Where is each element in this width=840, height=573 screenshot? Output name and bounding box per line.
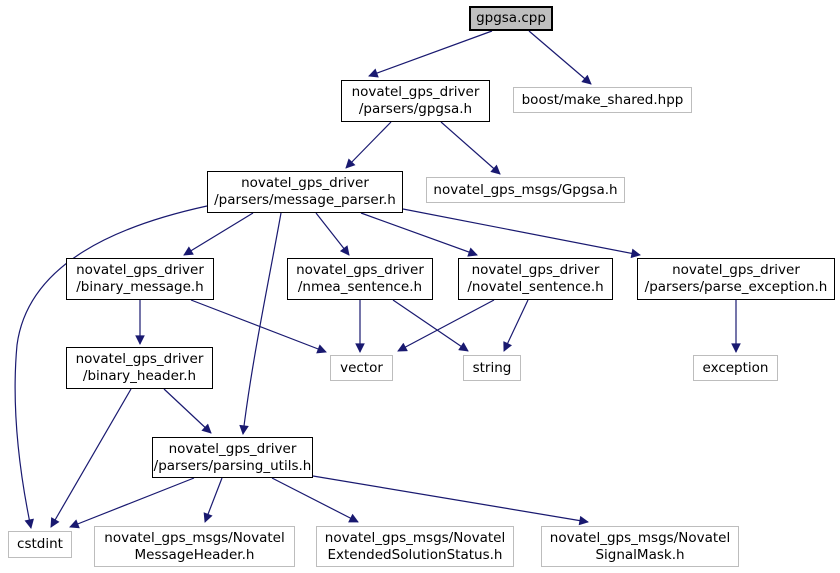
node-novatel-sentence-h[interactable]: novatel_gps_driver /novatel_sentence.h — [458, 258, 613, 300]
node-label: boost/make_shared.hpp — [521, 91, 684, 108]
node-binary-message-h[interactable]: novatel_gps_driver /binary_message.h — [66, 258, 214, 300]
node-string: string — [463, 355, 521, 381]
node-label: novatel_gps_driver /parsers/message_pars… — [214, 175, 396, 208]
node-label: novatel_gps_msgs/Novatel ExtendedSolutio… — [324, 529, 506, 563]
edge-message-parser-h-to-parse-exception-h — [402, 208, 641, 259]
node-label: novatel_gps_msgs/Novatel MessageHeader.h — [104, 529, 285, 563]
node-boost-make-shared: boost/make_shared.hpp — [513, 87, 692, 113]
node-label: novatel_gps_driver /binary_message.h — [76, 262, 204, 295]
node-label: novatel_gps_msgs/Novatel SignalMask.h — [549, 529, 731, 563]
node-label: novatel_gps_driver /parsers/parsing_util… — [153, 440, 312, 474]
node-label: string — [472, 359, 512, 376]
node-parse-exception-h[interactable]: novatel_gps_driver /parsers/parse_except… — [637, 258, 835, 300]
node-binary-header-h[interactable]: novatel_gps_driver /binary_header.h — [66, 347, 213, 389]
edge-binary-message-h-to-vector — [190, 299, 327, 354]
edge-novatel-sentence-h-to-vector — [397, 299, 495, 352]
node-exception: exception — [693, 355, 778, 381]
edge-message-parser-h-to-cstdint — [14, 205, 208, 529]
node-cstdint: cstdint — [8, 531, 72, 558]
edge-message-parser-h-to-parsing-utils-h — [239, 212, 282, 435]
node-label: novatel_gps_msgs/Gpgsa.h — [433, 181, 618, 198]
node-label: gpgsa.cpp — [476, 10, 546, 26]
edge-parsing-utils-h-to-cstdint — [69, 477, 195, 529]
node-vector: vector — [330, 355, 393, 381]
node-nmea-sentence-h[interactable]: novatel_gps_driver /nmea_sentence.h — [287, 258, 433, 300]
edge-parsing-utils-h-to-novatel-ext-status — [271, 477, 359, 523]
edge-gpgsa-cpp-to-parsers-gpgsa-h — [368, 30, 493, 78]
edge-novatel-sentence-h-to-string — [503, 299, 529, 352]
node-parsers-gpgsa-h[interactable]: novatel_gps_driver /parsers/gpgsa.h — [341, 80, 490, 122]
node-label: vector — [340, 359, 383, 376]
node-label: novatel_gps_driver /parsers/parse_except… — [644, 262, 828, 295]
node-gpgsa-cpp: gpgsa.cpp — [469, 6, 553, 31]
node-novatel-ext-status: novatel_gps_msgs/Novatel ExtendedSolutio… — [316, 526, 514, 567]
edge-parsing-utils-h-to-novatel-signal-mask — [312, 475, 589, 526]
node-label: exception — [702, 359, 769, 376]
edge-binary-header-h-to-parsing-utils-h — [163, 388, 212, 434]
node-msgs-gpgsa-h: novatel_gps_msgs/Gpgsa.h — [426, 177, 625, 203]
edge-parsers-gpgsa-h-to-msgs-gpgsa-h — [440, 121, 501, 175]
node-parsing-utils-h[interactable]: novatel_gps_driver /parsers/parsing_util… — [152, 437, 313, 478]
edge-binary-header-h-to-cstdint — [50, 388, 132, 528]
edge-message-parser-h-to-binary-message-h — [183, 212, 254, 256]
node-label: novatel_gps_driver /binary_header.h — [75, 351, 204, 384]
edge-message-parser-h-to-nmea-sentence-h — [315, 212, 350, 256]
node-label: novatel_gps_driver /novatel_sentence.h — [467, 262, 604, 295]
node-label: cstdint — [17, 536, 63, 552]
node-label: novatel_gps_driver /parsers/gpgsa.h — [351, 84, 480, 117]
edge-parsers-gpgsa-h-to-message-parser-h — [345, 121, 392, 169]
edge-parsing-utils-h-to-novatel-msg-header — [203, 477, 223, 523]
node-novatel-msg-header: novatel_gps_msgs/Novatel MessageHeader.h — [94, 526, 295, 567]
edge-nmea-sentence-h-to-string — [392, 299, 469, 352]
edge-message-parser-h-to-novatel-sentence-h — [360, 212, 478, 257]
node-message-parser-h[interactable]: novatel_gps_driver /parsers/message_pars… — [207, 171, 403, 213]
node-label: novatel_gps_driver /nmea_sentence.h — [296, 262, 424, 295]
edge-gpgsa-cpp-to-boost-make-shared — [528, 30, 592, 85]
node-novatel-signal-mask: novatel_gps_msgs/Novatel SignalMask.h — [541, 526, 739, 567]
